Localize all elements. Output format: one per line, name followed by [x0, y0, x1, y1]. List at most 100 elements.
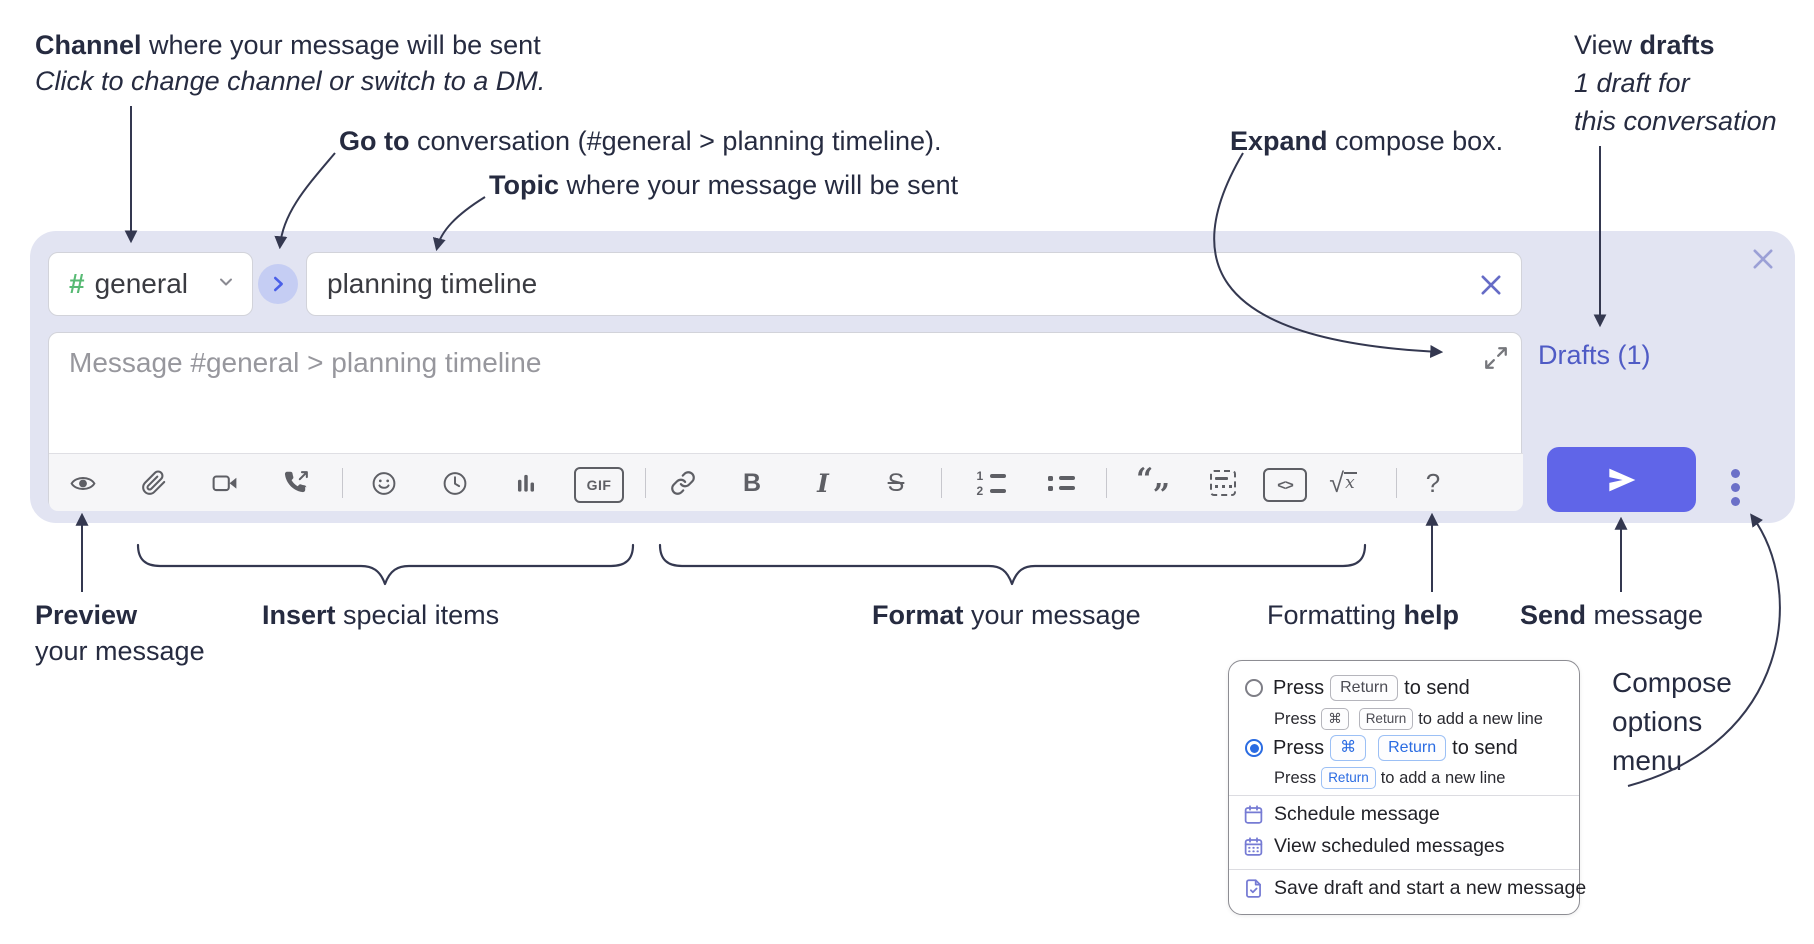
save-draft-item[interactable]: Save draft and start a new message [1243, 877, 1586, 900]
toolbar-divider [941, 468, 942, 498]
phone-call-icon [284, 471, 308, 493]
preview-label-line2: your message [35, 636, 205, 666]
return-key: Return [1330, 675, 1399, 701]
view-drafts-annotation-line2: 1 draft for [1574, 68, 1690, 98]
close-compose-icon[interactable] [1749, 245, 1777, 273]
strikethrough-button[interactable]: S [883, 468, 909, 497]
calendar-grid-icon [1244, 837, 1263, 856]
send-option-return[interactable]: Press Return to send [1245, 675, 1470, 701]
message-textarea-wrap [49, 333, 1523, 453]
italic-button[interactable]: I [810, 468, 836, 498]
code-button[interactable]: <> [1263, 468, 1307, 502]
topic-annotation: Topic where your message will be sent [489, 170, 959, 200]
compose-options-label-line3: menu [1612, 745, 1683, 776]
italic-icon: I [817, 468, 829, 498]
quote-icon: “ ” [1136, 462, 1170, 513]
bold-icon: B [742, 468, 762, 497]
cmd-key: ⌘ [1330, 735, 1367, 761]
numbered-list-icon: 1 2 [977, 470, 1006, 497]
toolbar-divider [342, 468, 343, 498]
chevron-down-icon [216, 272, 236, 297]
schedule-message-item[interactable]: Schedule message [1243, 803, 1440, 826]
format-label: Format your message [872, 600, 1141, 630]
eye-icon [70, 476, 96, 490]
save-draft-icon [1246, 879, 1261, 898]
return-key: Return [1321, 767, 1376, 789]
send-option-return-sub: Press ⌘ Return to add a new line [1274, 708, 1543, 730]
preview-button[interactable] [70, 470, 96, 496]
voice-call-button[interactable] [283, 470, 309, 496]
math-icon: √x [1329, 468, 1357, 498]
view-drafts-annotation-line3: this conversation [1574, 106, 1777, 136]
quote-button[interactable]: “ ” [1136, 462, 1170, 513]
view-drafts-annotation: View drafts [1574, 30, 1715, 60]
message-textarea[interactable] [49, 333, 1449, 433]
toolbar-divider [645, 468, 646, 498]
strikethrough-icon: S [887, 468, 905, 497]
help-icon: ? [1425, 467, 1441, 498]
send-button[interactable] [1547, 447, 1696, 512]
view-scheduled-messages-item[interactable]: View scheduled messages [1243, 835, 1505, 858]
spoiler-icon [1210, 470, 1236, 496]
channel-hash-icon: # [69, 268, 85, 299]
cmd-key: ⌘ [1321, 708, 1349, 730]
global-time-button[interactable] [442, 470, 468, 496]
calendar-icon [1244, 805, 1263, 824]
attach-file-button[interactable] [141, 470, 167, 496]
topic-input-wrap [306, 252, 1522, 316]
compose-options-menu-button[interactable] [1726, 466, 1744, 508]
expand-compose-icon[interactable] [1483, 345, 1509, 371]
drafts-link[interactable]: Drafts (1) [1538, 340, 1651, 370]
add-poll-button[interactable] [513, 470, 539, 496]
send-icon [1608, 468, 1635, 491]
emoji-button[interactable] [371, 470, 397, 496]
format-brace [658, 543, 1367, 586]
expand-annotation: Expand compose box. [1230, 126, 1504, 156]
gif-icon: GIF [586, 477, 612, 493]
numbered-list-button[interactable]: 1 2 [975, 470, 1007, 497]
compose-toolbar: GIF B I S 1 2 [49, 453, 1523, 511]
send-option-cmd-return[interactable]: Press ⌘ Return to send [1245, 735, 1518, 761]
insert-brace [136, 543, 635, 586]
link-button[interactable] [670, 470, 696, 496]
bulleted-list-button[interactable] [1046, 470, 1076, 496]
link-icon [671, 471, 695, 495]
chevron-right-icon [273, 276, 283, 292]
return-to-send-radio[interactable] [1245, 679, 1263, 697]
paperclip-icon [142, 470, 166, 495]
goto-conversation-button[interactable] [258, 264, 298, 304]
spoiler-button[interactable] [1210, 470, 1236, 496]
compose-options-label: Compose [1612, 667, 1732, 698]
toolbar-divider [1396, 468, 1397, 498]
bulleted-list-icon [1047, 475, 1075, 491]
cmd-return-to-send-radio[interactable] [1245, 739, 1263, 757]
poll-bar-chart-icon [517, 474, 535, 492]
popup-divider [1229, 795, 1579, 796]
insert-label: Insert special items [262, 600, 500, 630]
compose-box: # general [30, 231, 1795, 523]
message-box: GIF B I S 1 2 [48, 332, 1523, 511]
video-call-button[interactable] [212, 470, 238, 496]
math-button[interactable]: √x [1325, 468, 1361, 498]
bold-button[interactable]: B [739, 468, 765, 497]
code-icon: <> [1277, 476, 1294, 494]
clear-topic-icon[interactable] [1477, 271, 1505, 299]
return-key: Return [1378, 735, 1447, 761]
dots-vertical-icon [1730, 468, 1740, 478]
formatting-help-label: Formatting help [1267, 600, 1460, 630]
formatting-help-button[interactable]: ? [1420, 467, 1446, 498]
goto-annotation: Go to conversation (#general > planning … [339, 126, 942, 156]
channel-annotation-line2: Click to change channel or switch to a D… [35, 66, 546, 96]
send-message-label: Send message [1520, 600, 1704, 630]
preview-label: Preview [35, 600, 138, 630]
smiley-icon [372, 471, 396, 495]
channel-name: general [94, 268, 188, 299]
channel-annotation: Channel where your message will be sent [35, 30, 541, 60]
video-camera-icon [212, 475, 237, 492]
clock-icon [443, 471, 467, 495]
channel-selector[interactable]: # general [48, 252, 253, 316]
add-gif-button[interactable]: GIF [574, 467, 624, 503]
topic-input[interactable] [307, 253, 1521, 315]
toolbar-divider [1106, 468, 1107, 498]
